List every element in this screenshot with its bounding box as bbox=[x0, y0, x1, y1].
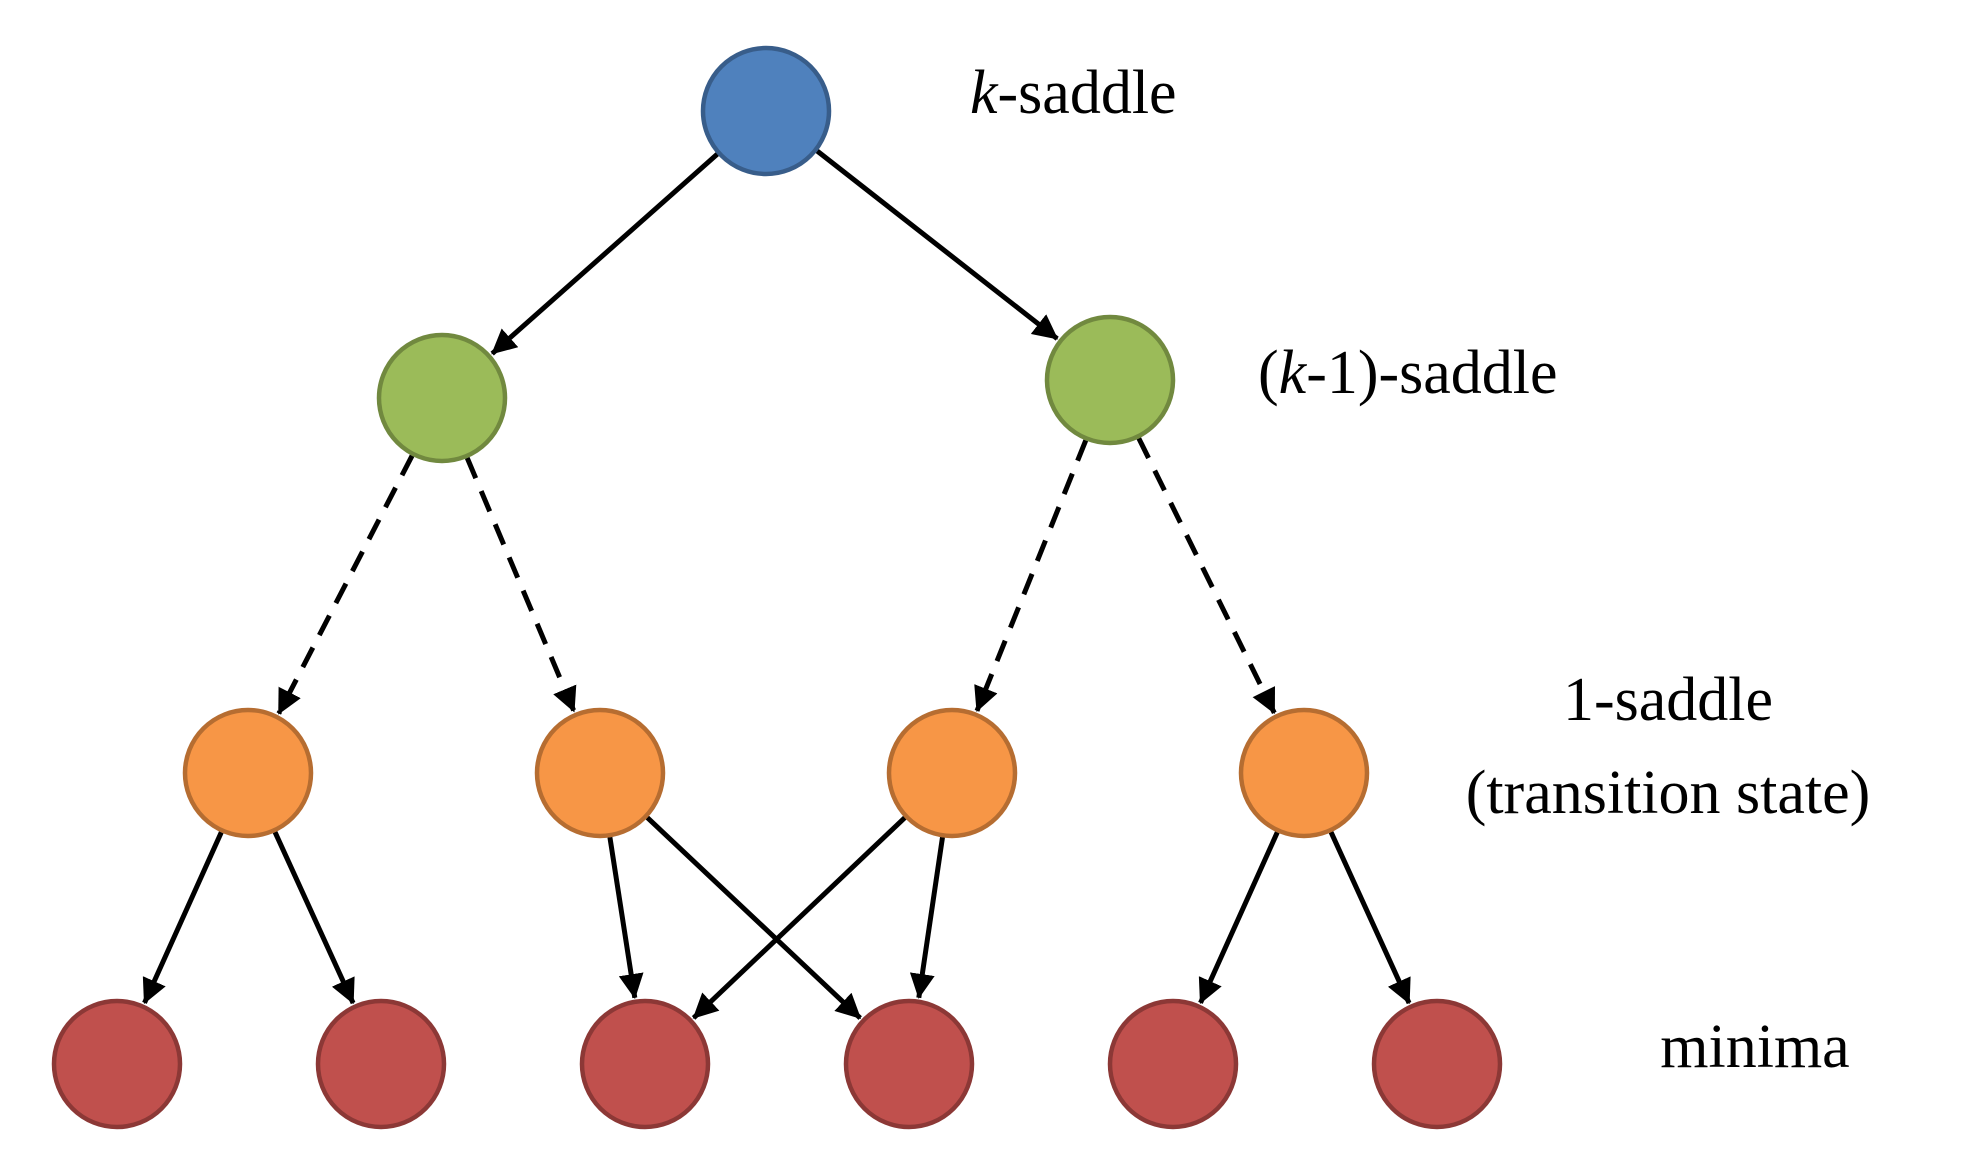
k-saddle-var: k bbox=[970, 59, 999, 127]
edges-layer bbox=[142, 149, 1412, 1020]
solid-arrow-o1-m2 bbox=[607, 836, 644, 1000]
transition-state-label: (transition state) bbox=[1466, 759, 1871, 827]
minima-label: minima bbox=[1660, 1013, 1849, 1081]
solid-arrow-o1-m3 bbox=[645, 815, 862, 1020]
dashed-arrow-g0-o1 bbox=[464, 456, 577, 713]
k-minus-1-saddle-node-g0 bbox=[376, 332, 508, 464]
one-saddle-node-o3 bbox=[1238, 707, 1370, 839]
k-saddle-label: k-saddle bbox=[970, 59, 1177, 127]
solid-arrow-o0-m1 bbox=[272, 831, 356, 1005]
k-minus-1-saddle-node-g1 bbox=[1044, 314, 1176, 446]
k-saddle-node-k0 bbox=[700, 45, 832, 177]
solid-arrow-o3-m4 bbox=[1198, 831, 1280, 1005]
solid-arrow-o0-m0 bbox=[142, 831, 224, 1005]
k-minus-1-open-paren: ( bbox=[1258, 339, 1279, 407]
solid-arrow-o3-m5 bbox=[1328, 831, 1412, 1005]
k-minus-1-var: k bbox=[1279, 339, 1308, 407]
solid-arrow-k0-g0 bbox=[490, 152, 719, 356]
one-saddle-node-o1 bbox=[534, 707, 666, 839]
minimum-node-m5 bbox=[1371, 998, 1503, 1130]
one-saddle-node-o2 bbox=[886, 707, 1018, 839]
minimum-node-m4 bbox=[1107, 998, 1239, 1130]
one-saddle-node-o0 bbox=[182, 707, 314, 839]
dashed-arrow-g1-o3 bbox=[1136, 437, 1277, 715]
dashed-arrow-g1-o2 bbox=[974, 439, 1089, 712]
dashed-arrow-g0-o0 bbox=[276, 454, 415, 715]
minimum-node-m2 bbox=[579, 998, 711, 1130]
minimum-node-m1 bbox=[315, 998, 447, 1130]
solid-arrow-o2-m3 bbox=[909, 836, 945, 999]
nodes-layer bbox=[51, 45, 1503, 1130]
solid-arrow-k0-g1 bbox=[815, 149, 1059, 341]
k-minus-1-saddle-label: (k-1)-saddle bbox=[1258, 339, 1558, 407]
solid-arrow-o2-m2 bbox=[691, 815, 907, 1020]
one-saddle-label: 1-saddle bbox=[1563, 666, 1773, 734]
k-minus-1-suffix: -1)-saddle bbox=[1306, 339, 1557, 407]
minimum-node-m3 bbox=[843, 998, 975, 1130]
k-saddle-suffix: -saddle bbox=[998, 59, 1177, 127]
level-labels: k-saddle (k-1)-saddle 1-saddle (transiti… bbox=[970, 59, 1870, 1081]
minimum-node-m0 bbox=[51, 998, 183, 1130]
